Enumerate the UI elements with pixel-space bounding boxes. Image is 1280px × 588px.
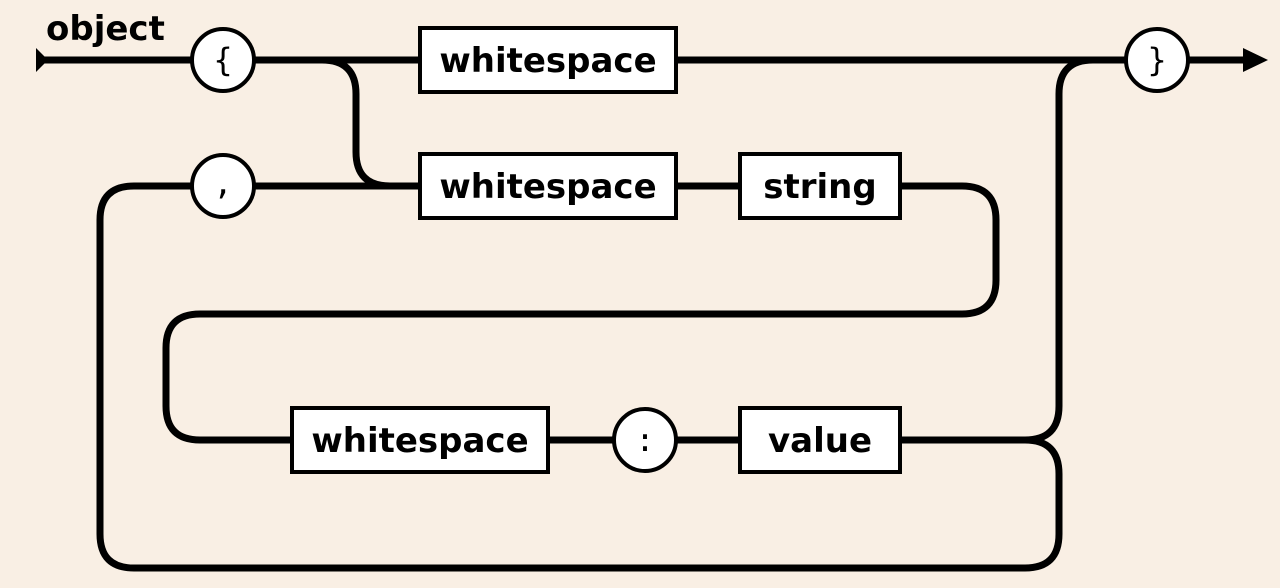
colon-label: : — [635, 421, 654, 459]
open-brace-label: { — [213, 41, 232, 79]
exit-arrow-icon — [1243, 48, 1268, 72]
track-branch-to-member — [254, 56, 420, 190]
terminal-close-brace: } — [1124, 27, 1190, 93]
diagram-title-text: object — [46, 9, 165, 49]
railroad-tracks — [40, 56, 1245, 572]
track-value-loop-back — [96, 182, 1063, 572]
whitespace-bottom-label: whitespace — [311, 421, 528, 461]
nonterminal-whitespace-top: whitespace — [418, 26, 678, 94]
nonterminal-value: value — [738, 406, 902, 474]
nonterminal-whitespace-bottom: whitespace — [290, 406, 550, 474]
terminal-comma: , — [190, 153, 256, 219]
terminal-colon: : — [612, 407, 678, 473]
close-brace-label: } — [1147, 41, 1166, 79]
whitespace-middle-label: whitespace — [439, 167, 656, 207]
terminal-open-brace: { — [190, 27, 256, 93]
comma-label: , — [213, 164, 232, 202]
value-label: value — [768, 421, 872, 461]
nonterminal-string: string — [738, 152, 902, 220]
whitespace-top-label: whitespace — [439, 41, 656, 81]
track-string-loop — [162, 182, 1000, 444]
nonterminal-whitespace-middle: whitespace — [418, 152, 678, 220]
diagram-title: object — [46, 9, 165, 49]
track-value-to-close — [900, 56, 1126, 444]
entry-marker-icon — [36, 48, 48, 72]
string-label: string — [763, 167, 876, 207]
